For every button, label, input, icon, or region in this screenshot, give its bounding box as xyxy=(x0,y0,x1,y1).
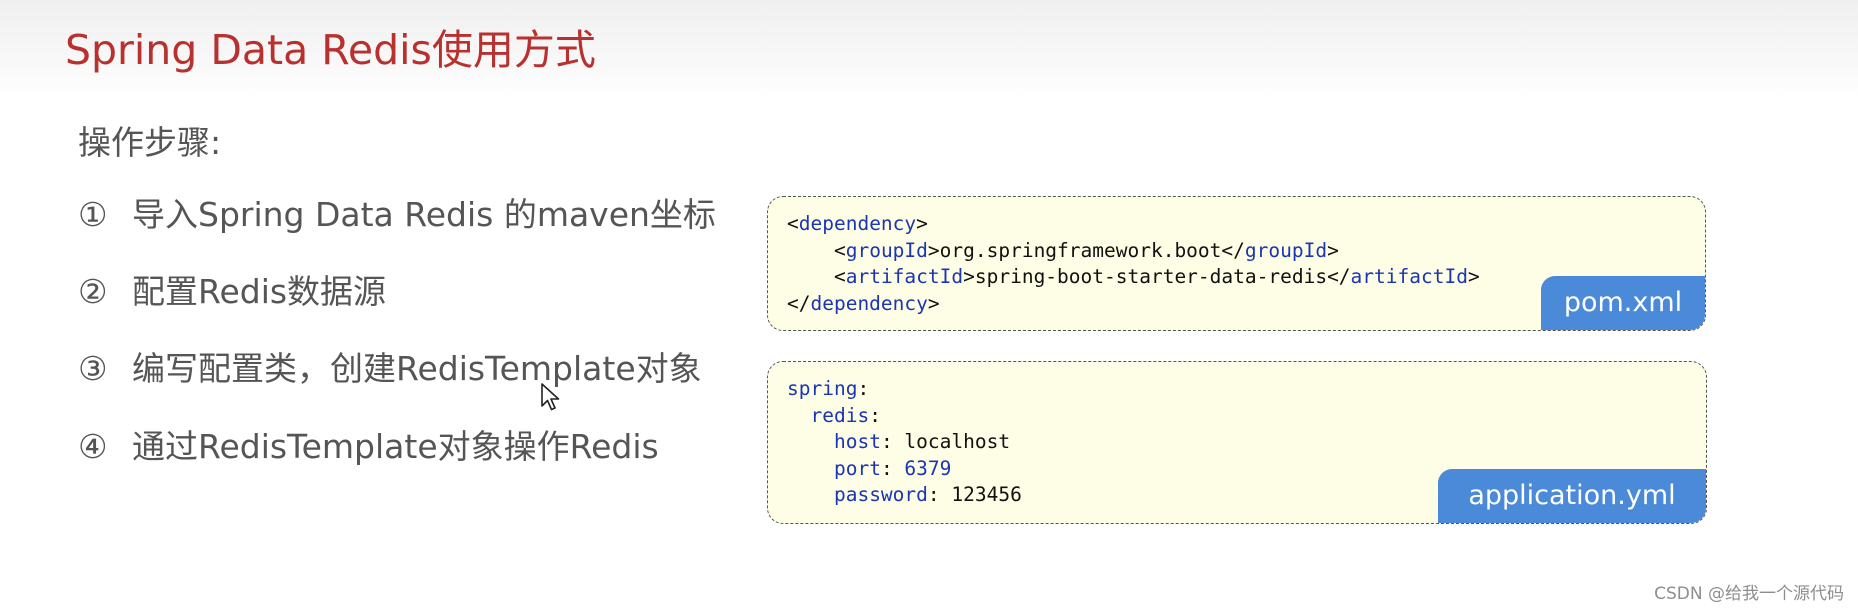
pom-file-tab: pom.xml xyxy=(1541,276,1705,330)
yml-code-box: spring: redis: host: localhost port: 637… xyxy=(767,361,1707,524)
slide-title: Spring Data Redis使用方式 xyxy=(65,26,596,74)
pom-code-box: <dependency> <groupId>org.springframewor… xyxy=(767,196,1706,331)
yml-file-tab: application.yml xyxy=(1438,469,1706,523)
code-line: </dependency> xyxy=(787,291,940,315)
pom-code: <dependency> <groupId>org.springframewor… xyxy=(787,211,1480,317)
yml-code: spring: redis: host: localhost port: 637… xyxy=(787,376,1022,509)
step-item: ① 导入Spring Data Redis 的maven坐标 xyxy=(78,188,716,236)
step-number: ① xyxy=(78,195,108,234)
code-line: <artifactId>spring-boot-starter-data-red… xyxy=(833,265,1480,288)
step-text: 编写配置类，创建RedisTemplate对象 xyxy=(132,349,702,388)
header-band xyxy=(0,0,1858,100)
step-text: 导入Spring Data Redis 的maven坐标 xyxy=(132,195,716,234)
code-line: spring: xyxy=(787,377,870,400)
code-line: <groupId>org.springframework.boot</group… xyxy=(833,238,1339,262)
step-text: 通过RedisTemplate对象操作Redis xyxy=(132,427,659,466)
code-line: <dependency> xyxy=(787,212,928,235)
code-line: port: 6379 xyxy=(833,456,952,480)
step-text: 配置Redis数据源 xyxy=(132,272,387,311)
code-line: password: 123456 xyxy=(833,483,1022,506)
step-number: ④ xyxy=(78,427,108,466)
step-item: ④ 通过RedisTemplate对象操作Redis xyxy=(78,420,659,468)
watermark: CSDN @给我一个源代码 xyxy=(1654,584,1844,604)
step-number: ② xyxy=(78,272,108,311)
step-item: ③ 编写配置类，创建RedisTemplate对象 xyxy=(78,342,702,390)
code-line: host: localhost xyxy=(833,430,1011,453)
mouse-pointer-icon xyxy=(541,383,560,411)
steps-heading: 操作步骤: xyxy=(78,123,222,162)
step-number: ③ xyxy=(78,349,108,388)
code-line: redis: xyxy=(810,403,881,427)
step-item: ② 配置Redis数据源 xyxy=(78,265,386,313)
